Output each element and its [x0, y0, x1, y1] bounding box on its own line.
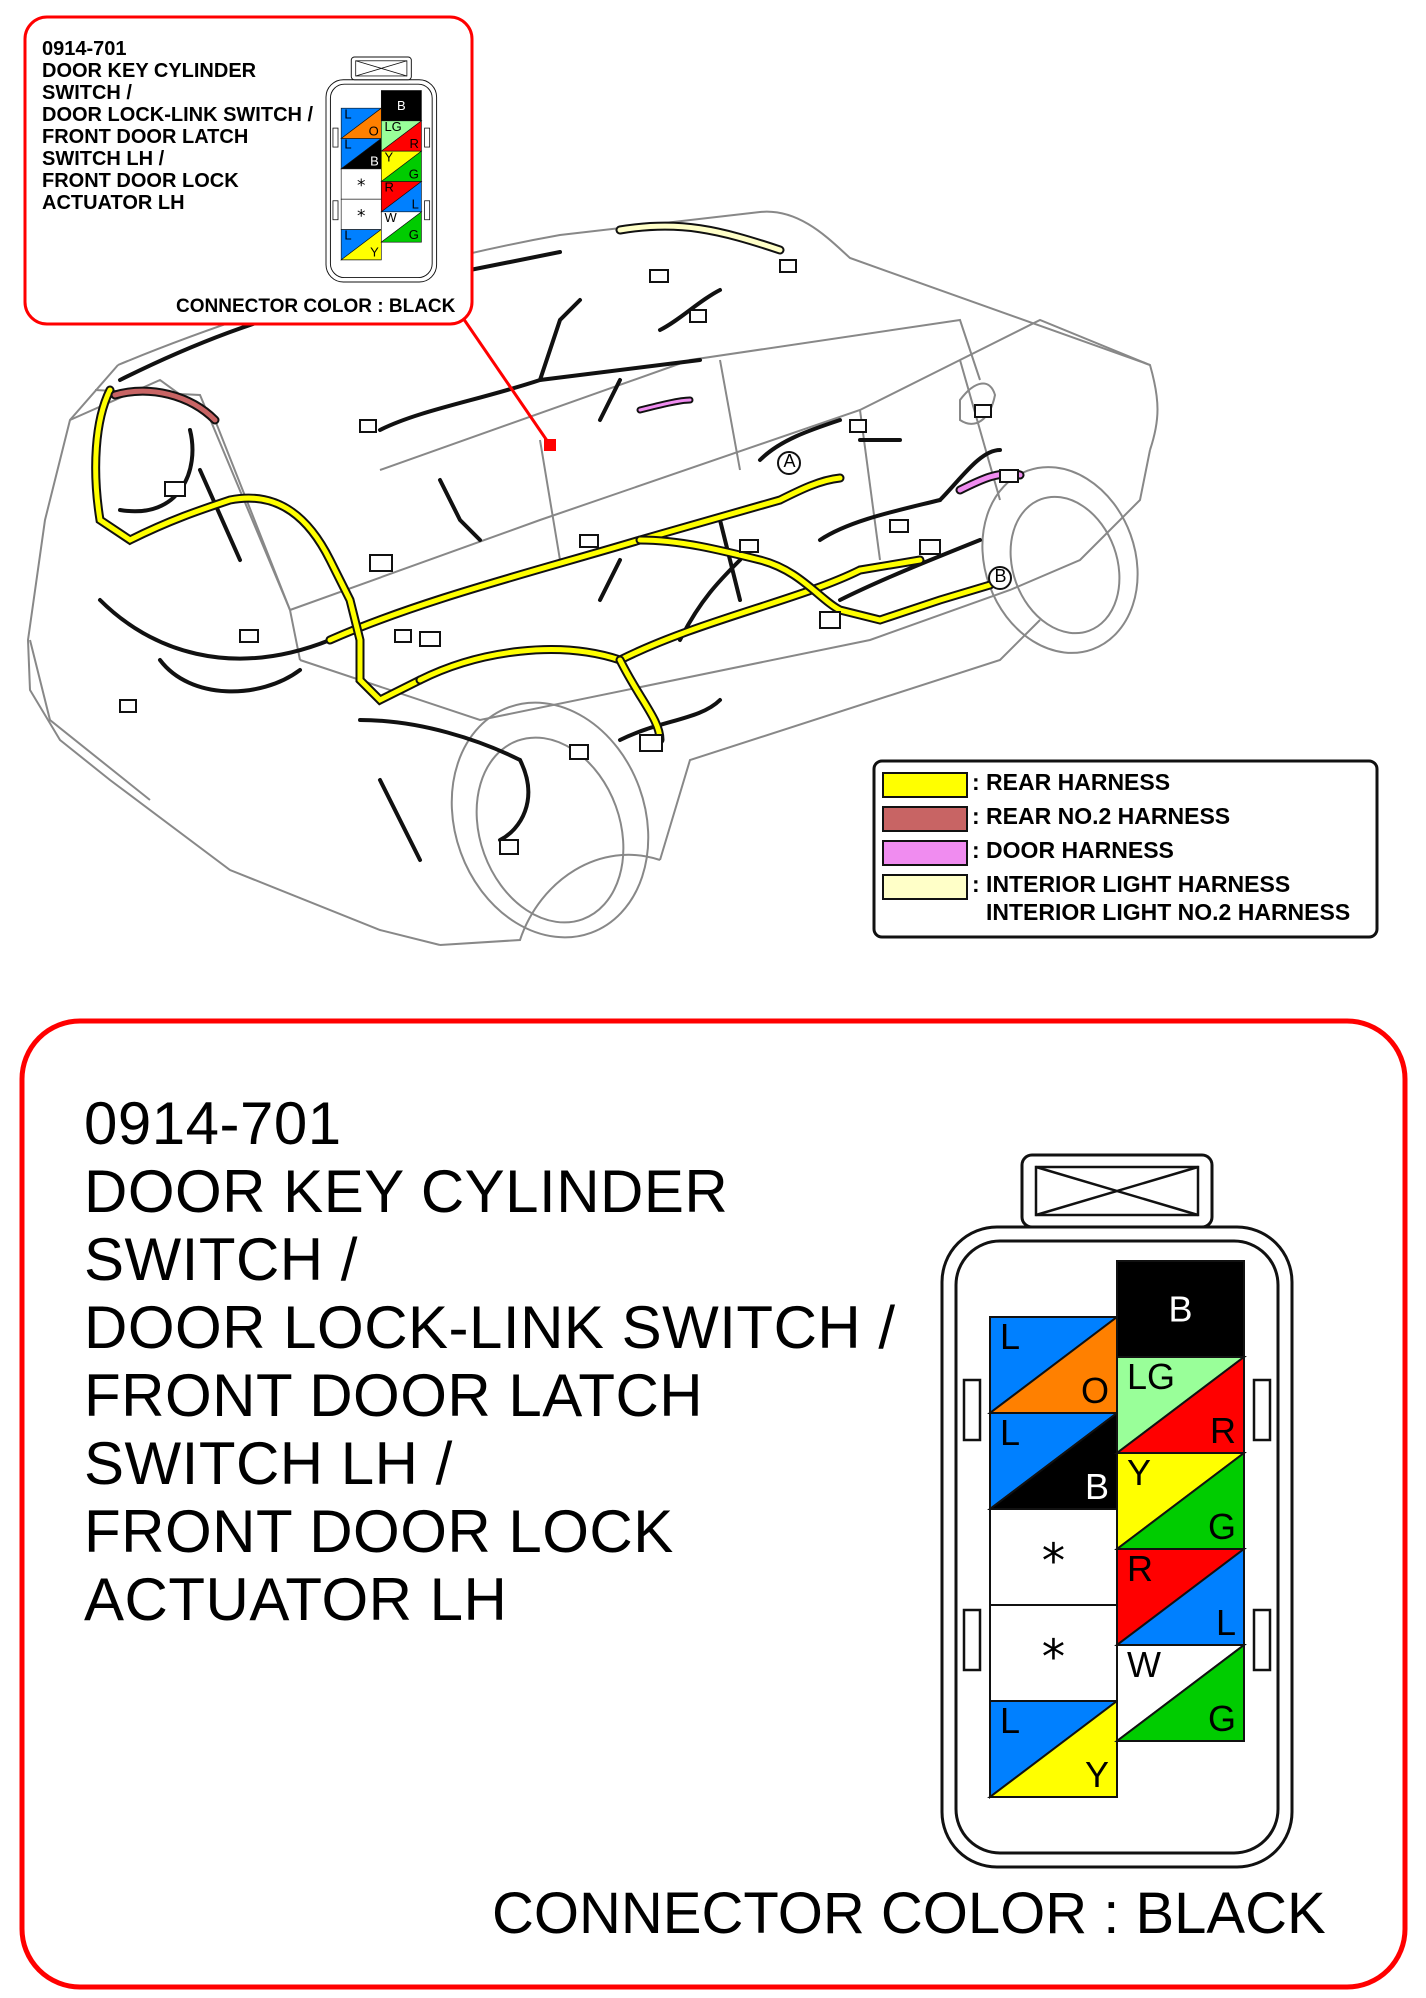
connector-pin-cell	[1116, 1260, 1245, 1358]
large-callout-frame	[19, 1018, 1408, 1990]
small-callout-line: ACTUATOR LH	[42, 192, 185, 214]
pin-color-label: G	[1208, 1506, 1236, 1547]
marker-circles	[777, 451, 1012, 590]
legend-item-interior-light-harness: : INTERIOR LIGHT HARNESS INTERIOR LIGHT …	[882, 870, 1382, 930]
pin-color-label: Y	[370, 245, 379, 260]
harness-wires	[98, 250, 1002, 862]
pin-color-label: Y	[1085, 1754, 1109, 1795]
legend-label: : REAR HARNESS	[972, 769, 1171, 795]
large-callout-line: FRONT DOOR LATCH	[84, 1362, 704, 1429]
harness-connectors	[119, 259, 1019, 855]
legend-swatch	[882, 772, 968, 798]
legend-label: : REAR NO.2 HARNESS	[972, 803, 1231, 829]
small-callout-part-number: 0914-701	[42, 38, 127, 60]
legend-swatch	[882, 874, 968, 900]
pin-color-label: L	[344, 106, 351, 121]
large-callout-line: SWITCH /	[84, 1226, 358, 1293]
pin-color-label: LG	[1127, 1356, 1175, 1397]
pin-color-label: L	[412, 197, 419, 212]
legend-item-rear-harness: : REAR HARNESS	[882, 768, 1382, 798]
large-callout-part-number: 0914-701	[84, 1090, 342, 1157]
pin-color-label: L	[344, 228, 351, 243]
pin-color-label: L	[1000, 1412, 1020, 1453]
pin-color-label: LG	[384, 119, 401, 134]
pin-color-label: B	[1085, 1466, 1109, 1507]
pin-color-label: O	[1081, 1370, 1109, 1411]
pin-color-label: R	[1127, 1548, 1153, 1589]
legend-label: : DOOR HARNESS	[972, 837, 1174, 863]
marker-label-a: A	[783, 451, 796, 471]
large-callout-line: SWITCH LH /	[84, 1430, 453, 1497]
small-callout-line: SWITCH /	[42, 82, 132, 104]
rear-no2-harness-route	[110, 386, 220, 425]
small-callout-connector-color: CONNECTOR COLOR : BLACK	[176, 296, 456, 317]
large-callout-text-block: 0914-701 DOOR KEY CYLINDER SWITCH / DOOR…	[84, 1090, 896, 1634]
legend-item-rear-no2-harness: : REAR NO.2 HARNESS	[882, 802, 1382, 832]
legend-swatch	[882, 806, 968, 832]
connector-pin-cell-blank	[340, 198, 382, 230]
large-callout-line: ACTUATOR LH	[84, 1566, 508, 1633]
large-callout-line: DOOR LOCK-LINK SWITCH /	[84, 1294, 896, 1361]
connector-pin-cell-blank	[989, 1508, 1118, 1606]
small-callout-text-block: 0914-701 DOOR KEY CYLINDER SWITCH / DOOR…	[42, 38, 313, 214]
pin-color-label: L	[1000, 1700, 1020, 1741]
pin-color-label: Y	[1127, 1452, 1151, 1493]
pin-color-label: L	[1216, 1602, 1236, 1643]
large-callout-connector-color: CONNECTOR COLOR : BLACK	[492, 1881, 1326, 1946]
interior-light-harness-route	[615, 221, 785, 255]
pin-unused-symbol: *	[1042, 1631, 1065, 1685]
connector-pin-cell	[380, 90, 422, 122]
pin-unused-symbol: *	[1042, 1535, 1065, 1589]
pin-color-label: L	[1000, 1316, 1020, 1357]
pin-color-label: G	[409, 227, 419, 242]
pin-color-label: B	[370, 154, 379, 169]
callout-pointer-dot	[544, 439, 556, 451]
pin-color-label: G	[409, 166, 419, 181]
marker-label-b: B	[994, 566, 1007, 586]
small-callout-line: FRONT DOOR LOCK	[42, 170, 239, 192]
pin-color-label: R	[384, 180, 393, 195]
legend-frame	[872, 759, 1379, 939]
pin-color-label: O	[369, 123, 379, 138]
small-callout-line: DOOR LOCK-LINK SWITCH /	[42, 104, 314, 126]
small-callout-line: DOOR KEY CYLINDER	[42, 60, 257, 82]
pin-unused-symbol: *	[357, 206, 365, 226]
pin-color-label: R	[410, 136, 419, 151]
pin-color-label: W	[384, 210, 397, 225]
legend-label: : INTERIOR LIGHT HARNESS	[972, 871, 1291, 897]
pin-color-label: B	[1168, 1289, 1192, 1330]
large-callout-line: DOOR KEY CYLINDER	[84, 1158, 729, 1225]
legend-label-second-line: INTERIOR LIGHT NO.2 HARNESS	[986, 899, 1351, 925]
pin-color-label: W	[1127, 1644, 1161, 1685]
rear-harness-route	[91, 385, 995, 745]
connector-pin-cell-blank	[989, 1604, 1118, 1702]
pin-color-label: G	[1208, 1698, 1236, 1739]
legend-item-door-harness: : DOOR HARNESS	[882, 836, 1382, 866]
small-callout-line: FRONT DOOR LATCH	[42, 126, 249, 148]
pin-color-label: B	[397, 98, 406, 113]
pin-color-label: R	[1210, 1410, 1236, 1451]
small-callout-line: SWITCH LH /	[42, 148, 165, 170]
large-callout-line: FRONT DOOR LOCK	[84, 1498, 674, 1565]
pin-unused-symbol: *	[357, 175, 365, 195]
callout-pointer-line	[461, 317, 552, 446]
legend-swatch	[882, 840, 968, 866]
pin-color-label: Y	[384, 149, 393, 164]
pin-color-label: L	[344, 137, 351, 152]
